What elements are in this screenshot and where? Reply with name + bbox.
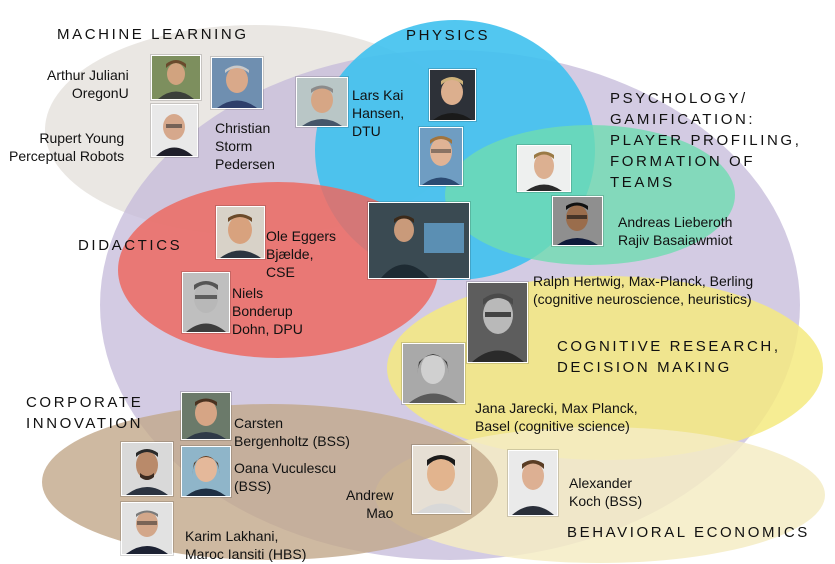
- portrait-jarecki: [402, 343, 465, 404]
- portrait-bergenholtz: [181, 392, 231, 440]
- field-label-didactics: DIDACTICS: [78, 237, 183, 254]
- person-label-juliani: Arthur Juliani OregonU: [47, 67, 129, 101]
- portrait-lakhani-2: [121, 502, 173, 555]
- person-label-koch: Alexander Koch (BSS): [569, 475, 643, 509]
- portrait-lakhani-1: [121, 442, 173, 496]
- portrait-dohn: [182, 272, 230, 333]
- field-label-cognitive: COGNITIVE RESEARCH, DECISION MAKING: [557, 338, 781, 376]
- portrait-hertwig: [467, 282, 528, 363]
- person-label-dohn: Niels Bonderup Dohn, DPU: [232, 285, 303, 337]
- field-label-machine-learning: MACHINE LEARNING: [57, 26, 249, 43]
- person-label-mao: Andrew Mao: [346, 487, 394, 521]
- portrait-lieberoth-1: [517, 145, 571, 192]
- portrait-bjaelde: [216, 206, 265, 259]
- field-label-corporate: CORPORATE INNOVATION: [26, 394, 144, 432]
- field-label-physics: PHYSICS: [406, 27, 491, 44]
- portrait-hansen-1: [296, 77, 348, 127]
- portrait-lieberoth-2: [552, 196, 603, 246]
- person-label-lakhani: Karim Lakhani, Maroc Iansiti (HBS): [185, 528, 307, 562]
- portrait-center-lecturer: [368, 202, 470, 279]
- portrait-hansen-2: [429, 69, 476, 121]
- person-label-lieberoth: Andreas Lieberoth Rajiv Basaiawmiot: [618, 214, 733, 248]
- portrait-juliani: [151, 55, 201, 100]
- portrait-mao: [412, 445, 471, 514]
- portrait-vuculescu: [181, 446, 231, 497]
- person-label-jarecki: Jana Jarecki, Max Planck, Basel (cogniti…: [475, 400, 638, 434]
- person-label-pedersen: Christian Storm Pedersen: [215, 120, 275, 172]
- portrait-young: [151, 104, 198, 157]
- portrait-koch: [508, 450, 558, 516]
- person-label-bergenholtz: Carsten Bergenholtz (BSS): [234, 415, 350, 449]
- person-label-vuculescu: Oana Vuculescu (BSS): [234, 460, 337, 494]
- person-label-hansen: Lars Kai Hansen, DTU: [352, 87, 405, 139]
- person-label-young: Rupert Young Perceptual Robots: [9, 130, 125, 164]
- field-label-behavioral: BEHAVIORAL ECONOMICS: [567, 524, 810, 541]
- person-label-bjaelde: Ole Eggers Bjælde, CSE: [266, 228, 337, 280]
- portrait-pedersen: [211, 57, 263, 109]
- portrait-hansen-3: [419, 127, 463, 186]
- person-label-hertwig: Ralph Hertwig, Max-Planck, Berling (cogn…: [533, 273, 754, 307]
- field-label-psychology: PSYCHOLOGY/ GAMIFICATION: PLAYER PROFILI…: [610, 90, 802, 191]
